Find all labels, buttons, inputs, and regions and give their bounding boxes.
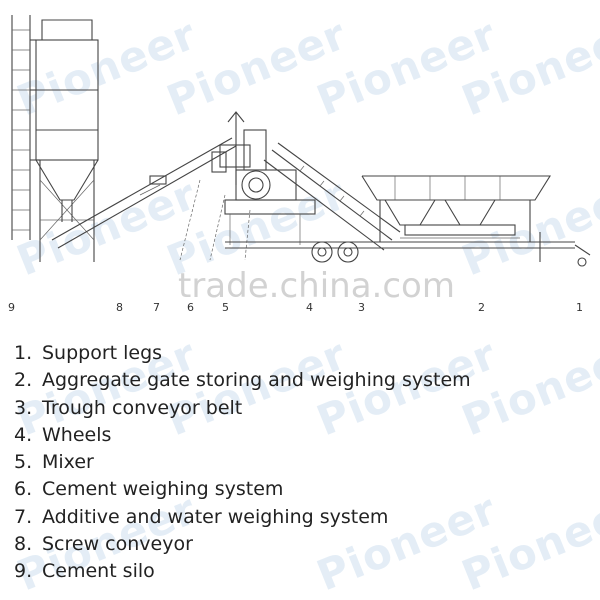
legend-item: 8. Screw conveyor: [14, 531, 471, 558]
legend-item: 1. Support legs: [14, 340, 471, 367]
component-legend: 1. Support legs 2. Aggregate gate storing …: [14, 340, 471, 586]
legend-label: Support legs: [42, 342, 163, 364]
legend-number: 3.: [14, 396, 33, 419]
legend-item: 7. Additive and water weighing system: [14, 504, 471, 531]
legend-number: 7.: [14, 505, 33, 528]
callout-number: 3: [358, 301, 365, 314]
legend-item: 5. Mixer: [14, 449, 471, 476]
callout-number: 9: [8, 301, 15, 314]
callout-number: 2: [478, 301, 485, 314]
callout-number: 8: [116, 301, 123, 314]
aggregate-bins-drawing: [361, 175, 551, 242]
legend-number: 6.: [14, 478, 33, 501]
legend-label: Trough conveyor belt: [42, 396, 243, 419]
legend-number: 5.: [14, 451, 33, 474]
chassis-drawing: [225, 232, 591, 267]
callout-number: 6: [187, 301, 194, 314]
legend-number: 1.: [14, 342, 33, 364]
legend-label: Screw conveyor: [42, 533, 193, 556]
legend-label: Additive and water weighing system: [42, 505, 389, 528]
callout-number: 4: [306, 301, 313, 314]
mixer-tower-drawing: [179, 111, 316, 261]
legend-number: 8.: [14, 533, 33, 556]
legend-item: 9. Cement silo: [14, 558, 471, 585]
legend-number: 9.: [14, 560, 33, 583]
legend-item: 2. Aggregate gate storing and weighing sy…: [14, 367, 471, 394]
callout-number: 7: [153, 301, 160, 314]
legend-label: Cement weighing system: [42, 478, 284, 501]
legend-number: 4.: [14, 423, 33, 446]
legend-item: 6. Cement weighing system: [14, 476, 471, 503]
legend-item: 4. Wheels: [14, 422, 471, 449]
screw-conveyor-drawing: [51, 137, 237, 249]
legend-label: Wheels: [42, 423, 112, 446]
watermark-trade: trade.china.com: [178, 266, 455, 306]
cement-silo-drawing: [11, 15, 99, 262]
legend-item: 3. Trough conveyor belt: [14, 395, 471, 422]
legend-label: Mixer: [42, 451, 94, 474]
legend-label: Cement silo: [42, 560, 155, 583]
legend-number: 2.: [14, 369, 33, 392]
callout-number: 1: [576, 301, 583, 314]
legend-label: Aggregate gate storing and weighing syst…: [42, 369, 471, 392]
batching-plant-drawing: [11, 15, 591, 267]
callout-number: 5: [222, 301, 229, 314]
